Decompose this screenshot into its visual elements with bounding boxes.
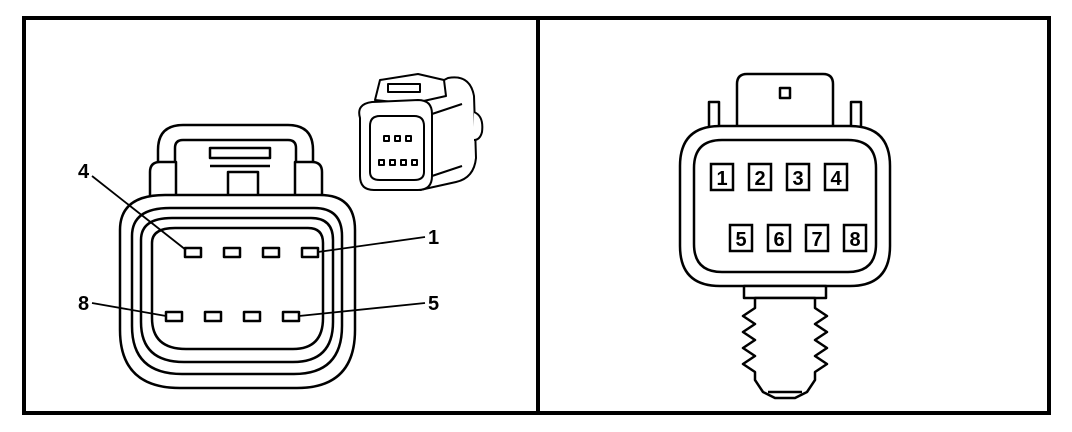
pin-box-3 <box>785 162 811 192</box>
pin-label-3: 3 <box>792 168 803 190</box>
pin-label-8: 8 <box>849 229 860 251</box>
inset-term-b <box>394 135 401 142</box>
pin-box-1 <box>709 162 735 192</box>
pin-box-5 <box>728 223 754 253</box>
inset-latch-bar <box>387 83 421 93</box>
harness-latch <box>735 72 835 134</box>
inset-term-f <box>400 159 407 166</box>
callout-4: 4 <box>78 161 90 183</box>
harness-neck <box>742 284 828 300</box>
leader-1 <box>317 236 426 253</box>
face-terminal-7 <box>203 310 223 323</box>
latch-bar <box>208 146 272 160</box>
face-terminal-5 <box>281 310 301 323</box>
connector-body-ring-2 <box>139 216 335 364</box>
face-terminal-3 <box>222 246 242 259</box>
harness-latch-notch <box>778 86 792 100</box>
harness-body-inner <box>692 138 878 274</box>
callout-5: 5 <box>428 293 439 315</box>
pin-label-5: 5 <box>735 229 746 251</box>
callout-1: 1 <box>428 227 439 249</box>
face-terminal-6 <box>242 310 262 323</box>
callout-leaders <box>91 175 426 317</box>
harness-body-outer <box>678 124 892 288</box>
pin-box-7 <box>804 223 830 253</box>
face-terminal-4 <box>183 246 203 259</box>
terminal-cavity <box>150 226 325 351</box>
pin-box-8 <box>842 223 868 253</box>
connector-face-view <box>118 123 357 390</box>
pin-boxes <box>709 162 868 253</box>
inset-front-cavity <box>369 115 425 181</box>
pin-box-4 <box>823 162 849 192</box>
pin-label-7: 7 <box>811 229 822 251</box>
face-terminal-2 <box>261 246 281 259</box>
pin-label-2: 2 <box>754 168 765 190</box>
face-terminal-8 <box>164 310 184 323</box>
callout-8: 8 <box>78 293 89 315</box>
inset-term-d <box>378 159 385 166</box>
leader-8 <box>91 302 167 317</box>
leader-5 <box>298 302 426 317</box>
inset-edge-2 <box>431 165 463 177</box>
pin-label-1: 1 <box>716 168 727 190</box>
pin-box-2 <box>747 162 773 192</box>
inset-term-e <box>389 159 396 166</box>
harness-boot <box>741 296 829 400</box>
inset-term-g <box>411 159 418 166</box>
inset-term-a <box>383 135 390 142</box>
face-terminal-1 <box>300 246 320 259</box>
leader-4 <box>91 175 187 251</box>
inset-edge-1 <box>431 103 463 115</box>
pin-label-6: 6 <box>773 229 784 251</box>
inset-side-bump <box>473 111 484 141</box>
inset-term-c <box>405 135 412 142</box>
pin-box-6 <box>766 223 792 253</box>
connector-inset-iso <box>358 73 484 191</box>
pin-label-4: 4 <box>830 168 842 190</box>
connector-body-ring <box>130 206 344 376</box>
